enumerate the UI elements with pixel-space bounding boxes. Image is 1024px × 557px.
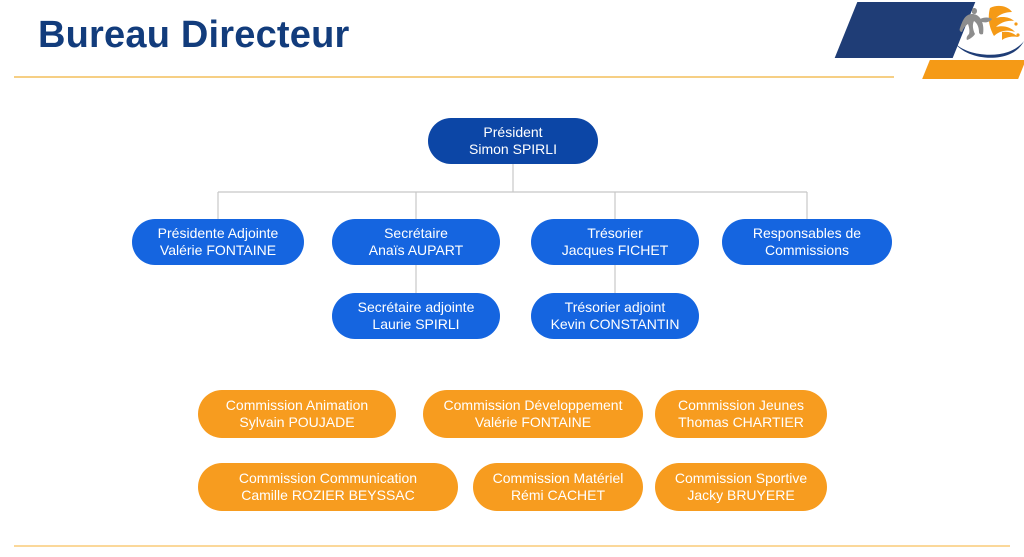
org-node-role: Commission Communication [238, 469, 418, 486]
org-node-person: Jacques FICHET [561, 242, 669, 258]
org-node-commission-jeunes[interactable]: Commission Jeunes Thomas CHARTIER [655, 390, 827, 438]
org-node-person: Thomas CHARTIER [678, 414, 804, 430]
handball-player-icon [954, 5, 1024, 58]
org-node-person: Rémi CACHET [510, 487, 606, 503]
org-node-role: Commission Développement [443, 396, 623, 413]
org-node-role: Trésorier [587, 224, 643, 241]
page-title: Bureau Directeur [38, 14, 350, 56]
org-node-role: Commission Sportive [674, 469, 808, 486]
org-node-person: Valérie FONTAINE [159, 242, 277, 258]
org-node-responsables-commissions[interactable]: Responsables de Commissions [722, 219, 892, 265]
org-node-role: Trésorier adjoint [564, 298, 666, 315]
org-node-role: Commission Animation [225, 396, 369, 413]
org-node-role: Président [483, 123, 543, 140]
org-node-commission-developpement[interactable]: Commission Développement Valérie FONTAIN… [423, 390, 643, 438]
org-node-person: Anaïs AUPART [368, 242, 464, 258]
org-node-secretaire[interactable]: Secrétaire Anaïs AUPART [332, 219, 500, 265]
org-node-role: Présidente Adjointe [157, 224, 279, 241]
org-node-presidente-adjointe[interactable]: Présidente Adjointe Valérie FONTAINE [132, 219, 304, 265]
org-node-person: Kevin CONSTANTIN [550, 316, 680, 332]
org-node-commission-sportive[interactable]: Commission Sportive Jacky BRUYERE [655, 463, 827, 511]
org-node-person: Simon SPIRLI [469, 141, 557, 157]
org-node-role: Secrétaire [384, 224, 448, 241]
org-node-commission-animation[interactable]: Commission Animation Sylvain POUJADE [198, 390, 396, 438]
org-node-person: Sylvain POUJADE [239, 414, 355, 430]
org-node-role: Commission Matériel [492, 469, 624, 486]
org-node-commission-materiel[interactable]: Commission Matériel Rémi CACHET [473, 463, 643, 511]
footer-rule [14, 545, 1010, 547]
org-node-secretaire-adjointe[interactable]: Secrétaire adjointe Laurie SPIRLI [332, 293, 500, 339]
org-node-commission-communication[interactable]: Commission Communication Camille ROZIER … [198, 463, 458, 511]
title-underline-rule [14, 76, 894, 78]
org-node-person: Laurie SPIRLI [372, 316, 460, 332]
org-node-person: Jacky BRUYERE [687, 487, 795, 503]
org-node-tresorier-adjoint[interactable]: Trésorier adjoint Kevin CONSTANTIN [531, 293, 699, 339]
org-node-tresorier[interactable]: Trésorier Jacques FICHET [531, 219, 699, 265]
org-node-person: Valérie FONTAINE [474, 414, 592, 430]
org-node-role: Responsables de [752, 224, 862, 241]
org-node-person: Camille ROZIER BEYSSAC [241, 487, 415, 503]
org-node-role: Commission Jeunes [677, 396, 805, 413]
org-node-role: Secrétaire adjointe [357, 298, 475, 315]
org-node-person: Commissions [764, 242, 849, 258]
org-node-president[interactable]: Président Simon SPIRLI [428, 118, 598, 164]
federation-logo [814, 0, 1024, 80]
